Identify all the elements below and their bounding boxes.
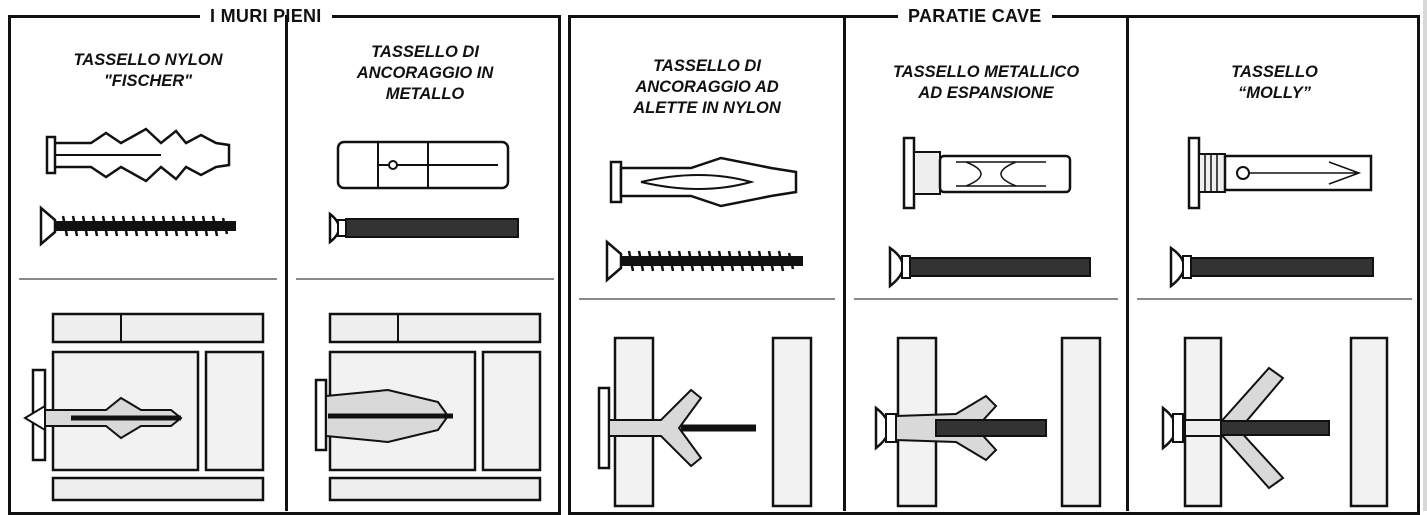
countersunk-screw-icon [605, 239, 803, 283]
hollow-wall-installation-illustration [1161, 336, 1389, 508]
panel-metal-anchor: TASSELLO DI ANCORAGGIO IN METALLO [288, 20, 562, 511]
solid-walls-title: I MURI PIENI [200, 6, 332, 27]
panel-divider [843, 15, 846, 511]
panel-title: TASSELLO DI ANCORAGGIO AD ALETTE IN NYLO… [633, 57, 781, 117]
round-head-screw-icon [1169, 245, 1374, 289]
page-edge [1423, 0, 1427, 511]
solid-wall-installation-illustration [314, 312, 542, 502]
panel-title: TASSELLO DI ANCORAGGIO IN METALLO [356, 43, 494, 103]
expansion-anchor-icon [902, 136, 1072, 210]
panel-nylon-fischer: TASSELLO NYLON "FISCHER" [11, 20, 285, 511]
solid-wall-installation-illustration [23, 312, 265, 502]
section-rule [579, 298, 835, 300]
countersunk-screw-icon [39, 205, 236, 247]
hollow-wall-installation-illustration [874, 336, 1102, 508]
panel-metal-expansion-anchor: TASSELLO METALLICO AD ESPANSIONE [846, 20, 1126, 511]
metal-anchor-icon [336, 140, 510, 190]
panel-nylon-winged-anchor: TASSELLO DI ANCORAGGIO AD ALETTE IN NYLO… [571, 20, 843, 511]
panel-molly-anchor: TASSELLO “MOLLY” [1129, 20, 1420, 511]
winged-nylon-anchor-icon [609, 156, 798, 208]
hollow-wall-installation-illustration [597, 336, 813, 508]
molly-anchor-icon [1187, 136, 1373, 210]
section-rule [19, 278, 277, 280]
nylon-anchor-icon [45, 127, 231, 183]
section-rule [1137, 298, 1412, 300]
round-head-screw-icon [328, 211, 519, 245]
panel-divider [1126, 15, 1129, 511]
panel-title: TASSELLO NYLON "FISCHER" [73, 51, 223, 90]
panel-title: TASSELLO “MOLLY” [1231, 63, 1318, 102]
hollow-walls-title: PARATIE CAVE [898, 6, 1052, 27]
panel-title: TASSELLO METALLICO AD ESPANSIONE [892, 63, 1080, 102]
section-rule [296, 278, 554, 280]
panel-divider [285, 15, 288, 511]
section-rule [854, 298, 1118, 300]
round-head-screw-icon [888, 245, 1091, 289]
